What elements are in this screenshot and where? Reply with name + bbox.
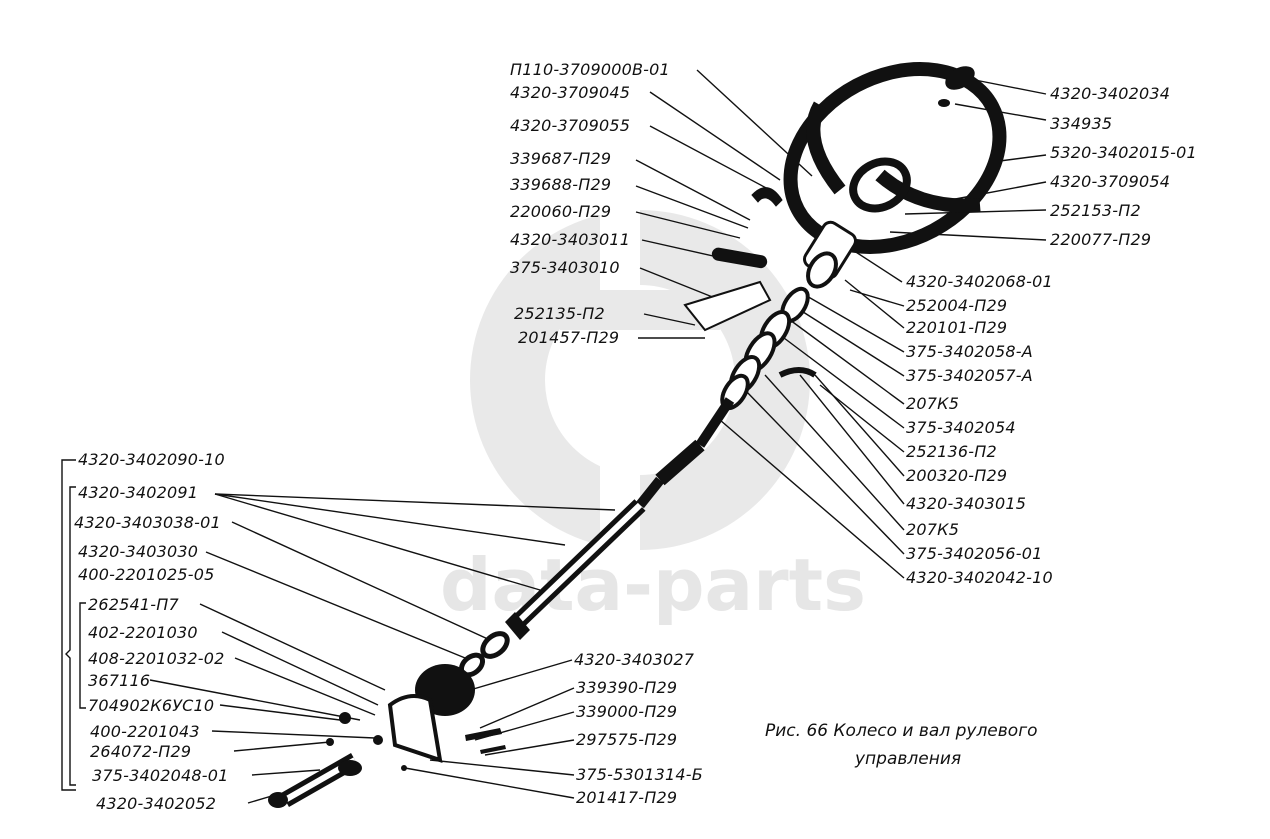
part-label-4320-3402068-01: 4320-3402068-01 (906, 272, 1053, 291)
part-label-4320-3709045: 4320-3709045 (510, 83, 631, 102)
part-label-201457-p29: 201457-П29 (518, 328, 620, 347)
part-label-375-5301314-b: 375-5301314-Б (576, 765, 703, 784)
part-label-252004-p29: 252004-П29 (906, 296, 1008, 315)
part-label-220060-p29: 220060-П29 (510, 202, 612, 221)
part-label-375-3402057-a: 375-3402057-А (906, 366, 1033, 385)
part-label-4320-3403038-01: 4320-3403038-01 (74, 513, 221, 532)
part-label-375-3403010: 375-3403010 (510, 258, 620, 277)
part-label-4320-3709055: 4320-3709055 (510, 116, 631, 135)
part-label-408-2201032-02: 408-2201032-02 (88, 649, 225, 668)
part-label-4320-3709054: 4320-3709054 (1050, 172, 1171, 191)
part-label-252153-p2: 252153-П2 (1050, 201, 1141, 220)
part-label-220077-p29: 220077-П29 (1050, 230, 1152, 249)
part-label-252136-p2: 252136-П2 (906, 442, 997, 461)
watermark-text: data-parts (440, 543, 866, 627)
part-label-207k5-upper: 207К5 (906, 394, 960, 413)
part-label-207k5-lower: 207К5 (906, 520, 960, 539)
part-label-375-3402054: 375-3402054 (906, 418, 1016, 437)
part-label-375-3402056-01: 375-3402056-01 (906, 544, 1043, 563)
part-label-400-2201025-05: 400-2201025-05 (78, 565, 215, 584)
part-label-339688-p29: 339688-П29 (510, 175, 612, 194)
part-label-704902k6us10: 704902К6УС10 (88, 696, 215, 715)
part-label-252135-p2: 252135-П2 (514, 304, 605, 323)
part-label-367116: 367116 (88, 671, 151, 690)
part-label-297575-p29: 297575-П29 (576, 730, 678, 749)
part-label-4320-3402042-10: 4320-3402042-10 (906, 568, 1053, 587)
figure-caption-line2: управления (855, 749, 962, 769)
part-label-400-2201043: 400-2201043 (90, 722, 200, 741)
part-label-339000-p29: 339000-П29 (576, 702, 678, 721)
part-label-4320-3403027: 4320-3403027 (574, 650, 695, 669)
part-label-5320-3402015-01: 5320-3402015-01 (1050, 143, 1197, 162)
part-label-4320-3402052: 4320-3402052 (96, 794, 217, 813)
figure-caption-line1: Рис. 66 Колесо и вал рулевого (765, 721, 1038, 741)
part-label-334935: 334935 (1050, 114, 1113, 133)
part-label-4320-3402091: 4320-3402091 (78, 483, 199, 502)
part-label-4320-3403030: 4320-3403030 (78, 542, 199, 561)
part-label-4320-3402034: 4320-3402034 (1050, 84, 1171, 103)
part-label-339390-p29: 339390-П29 (576, 678, 678, 697)
part-label-402-2201030: 402-2201030 (88, 623, 198, 642)
part-label-4320-3402090-10: 4320-3402090-10 (78, 450, 225, 469)
part-label-4320-3403011: 4320-3403011 (510, 230, 631, 249)
part-label-262541-p7: 262541-П7 (88, 595, 179, 614)
part-label-p110-3709000v-01: П110-3709000В-01 (510, 60, 670, 79)
part-label-4320-3403015: 4320-3403015 (906, 494, 1027, 513)
part-label-200320-p29: 200320-П29 (906, 466, 1008, 485)
part-label-339687-p29: 339687-П29 (510, 149, 612, 168)
part-label-264072-p29: 264072-П29 (90, 742, 192, 761)
part-label-375-3402048-01: 375-3402048-01 (92, 766, 229, 785)
part-label-375-3402058-a: 375-3402058-А (906, 342, 1033, 361)
part-label-201417-p29: 201417-П29 (576, 788, 678, 807)
part-label-220101-p29: 220101-П29 (906, 318, 1008, 337)
